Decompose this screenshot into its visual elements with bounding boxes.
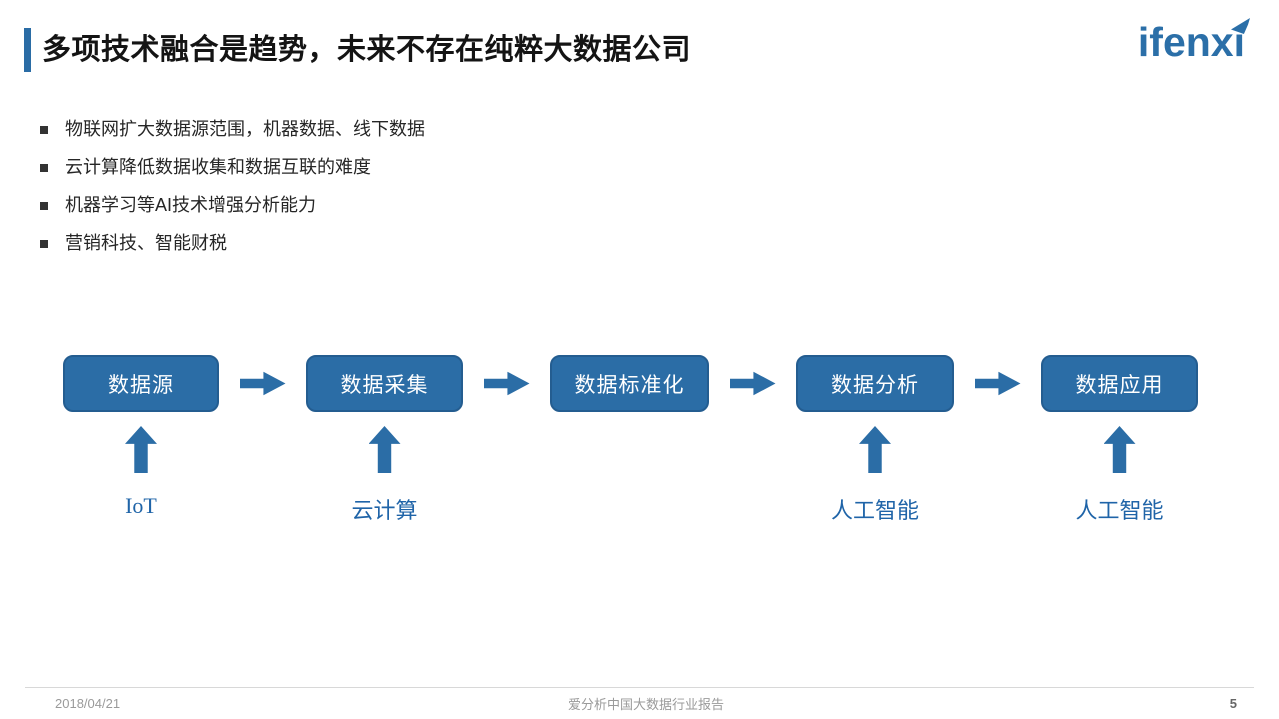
bullet-list: 物联网扩大数据源范围，机器数据、线下数据 云计算降低数据收集和数据互联的难度 机… (40, 119, 1219, 271)
flow-step-data-collection: 数据采集 (306, 355, 463, 412)
bullet-square-icon (40, 201, 48, 210)
enabler-connector (796, 412, 954, 473)
enabler-label-ai-analysis: 人工智能 (830, 498, 919, 523)
flow-step-data-analysis: 数据分析 (796, 355, 954, 412)
bullet-item: 云计算降低数据收集和数据互联的难度 (40, 157, 1219, 178)
up-arrow-icon (1103, 426, 1136, 473)
flow-diagram: 数据源 数据采集 数据标准化 数据分析 数据应用 IoT 云计算 人工智能 人工… (63, 355, 1198, 525)
right-arrow-icon (239, 371, 286, 396)
page-title: 多项技术融合是趋势，未来不存在纯粹大数据公司 (42, 34, 692, 66)
bullet-text: 营销科技、智能财税 (65, 233, 227, 253)
enabler-connector (306, 412, 463, 473)
footer-page-number: 5 (1229, 696, 1237, 711)
footer-date: 2018/04/21 (55, 696, 121, 711)
enabler-connector (63, 412, 219, 473)
flow-connector (709, 355, 796, 412)
right-arrow-icon (974, 371, 1021, 396)
up-arrow-icon (368, 426, 401, 473)
footer: 2018/04/21 爱分析中国大数据行业报告 5 (55, 694, 1237, 713)
enabler-label-iot: IoT (125, 493, 157, 518)
ifenxi-logo-text: ifenxi (1137, 19, 1245, 65)
bullet-text: 机器学习等AI技术增强分析能力 (65, 195, 317, 215)
flow-step-data-source: 数据源 (63, 355, 219, 412)
bullet-square-icon (40, 125, 48, 134)
bullet-text: 云计算降低数据收集和数据互联的难度 (65, 157, 371, 177)
enabler-label-cloud: 云计算 (351, 498, 418, 523)
bullet-item: 机器学习等AI技术增强分析能力 (40, 195, 1219, 216)
flow-connector (219, 355, 306, 412)
footer-report-title: 爱分析中国大数据行业报告 (567, 697, 724, 712)
flow-step-data-standardization: 数据标准化 (550, 355, 709, 412)
bullet-square-icon (40, 239, 48, 248)
up-arrow-icon (859, 426, 891, 473)
up-arrow-icon (125, 426, 157, 473)
flow-connector (463, 355, 550, 412)
bullet-item: 物联网扩大数据源范围，机器数据、线下数据 (40, 119, 1219, 140)
ifenxi-logo: ifenxi (1137, 18, 1250, 65)
bullet-text: 物联网扩大数据源范围，机器数据、线下数据 (65, 119, 425, 139)
flow-connector (954, 355, 1041, 412)
title-accent-bar (24, 28, 31, 72)
right-arrow-icon (729, 371, 776, 396)
footer-divider (25, 687, 1254, 688)
header: 多项技术融合是趋势，未来不存在纯粹大数据公司 (24, 28, 1109, 72)
flow-step-data-application: 数据应用 (1041, 355, 1198, 412)
bullet-square-icon (40, 163, 48, 172)
right-arrow-icon (483, 371, 530, 396)
enabler-label-ai-application: 人工智能 (1075, 498, 1164, 523)
bullet-item: 营销科技、智能财税 (40, 233, 1219, 254)
enabler-connector (1041, 412, 1198, 473)
